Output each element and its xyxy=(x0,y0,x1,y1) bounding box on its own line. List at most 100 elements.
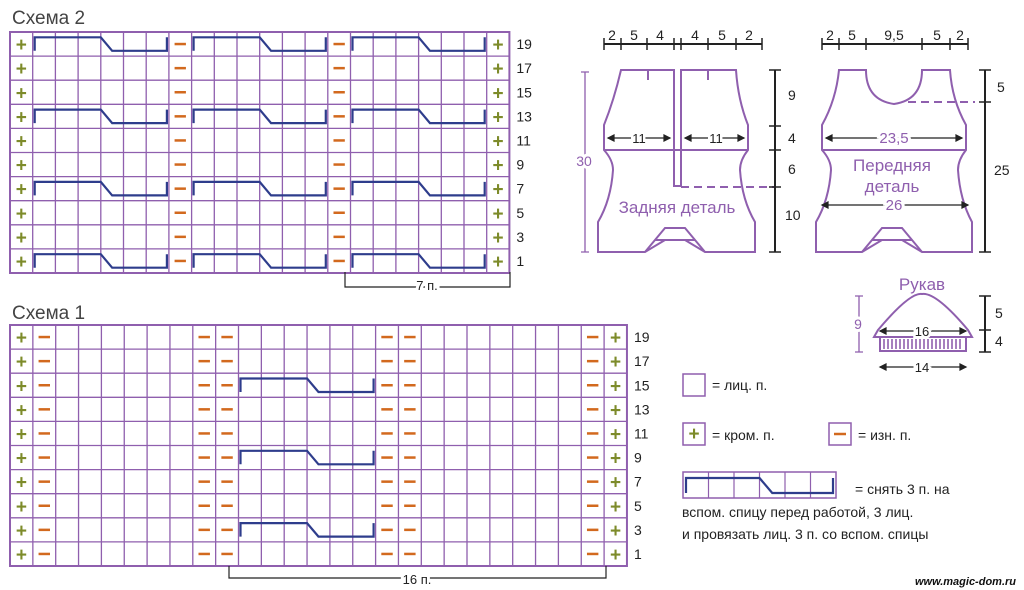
edge-stitch-plus-icon: + xyxy=(492,228,503,249)
edge-stitch-plus-icon: + xyxy=(16,131,27,152)
edge-stitch-plus-icon: + xyxy=(610,521,621,542)
cable-cross-symbol xyxy=(33,253,168,269)
cable-cross-symbol xyxy=(192,180,327,197)
row-number: 13 xyxy=(634,401,650,417)
edge-stitch-plus-icon: + xyxy=(492,131,503,152)
scheme2-repeat-label: 7 п. xyxy=(416,278,438,293)
row-number: 13 xyxy=(516,108,532,124)
edge-stitch-plus-icon: + xyxy=(492,156,503,177)
back-right-dim-4: 10 xyxy=(785,207,801,223)
cable-cross-symbol xyxy=(351,253,486,269)
edge-stitch-plus-icon: + xyxy=(492,204,503,225)
sleeve-cuff-ribbing xyxy=(883,339,961,349)
edge-stitch-plus-icon: + xyxy=(610,449,621,470)
edge-stitch-plus-icon: + xyxy=(16,107,27,128)
row-number: 15 xyxy=(516,84,532,100)
front-piece-pattern: 2 5 9,5 5 2 23,5 Передняя деталь 26 xyxy=(815,27,1010,253)
row-number: 5 xyxy=(634,498,642,514)
edge-stitch-plus-icon: + xyxy=(16,400,27,421)
sleeve-right-dim-2: 4 xyxy=(995,333,1003,349)
edge-stitch-plus-icon: + xyxy=(492,59,503,80)
sleeve-pattern: Рукав 16 14 9 5 4 xyxy=(851,275,1003,378)
edge-stitch-plus-icon: + xyxy=(492,107,503,128)
edge-stitch-plus-icon: + xyxy=(16,545,27,566)
row-number: 19 xyxy=(516,36,532,52)
scheme1-title: Схема 1 xyxy=(12,303,85,324)
back-width-left: 11 xyxy=(632,131,646,146)
row-number: 7 xyxy=(516,181,524,197)
sleeve-height-left: 9 xyxy=(854,316,862,332)
front-right-dim-2: 25 xyxy=(994,162,1010,178)
cable-cross-symbol xyxy=(239,377,375,394)
front-top-dim-2: 5 xyxy=(848,27,856,43)
back-top-dim-3: 4 xyxy=(656,27,664,43)
back-top-dim-2: 5 xyxy=(630,27,638,43)
legend-edge-plus-icon: + xyxy=(688,424,699,445)
edge-stitch-plus-icon: + xyxy=(16,156,27,177)
edge-stitch-plus-icon: + xyxy=(16,424,27,445)
cable-cross-symbol xyxy=(33,36,168,52)
edge-stitch-plus-icon: + xyxy=(16,497,27,518)
front-piece-label-1: Передняя xyxy=(853,156,931,175)
edge-stitch-plus-icon: + xyxy=(610,400,621,421)
edge-stitch-plus-icon: + xyxy=(492,252,503,273)
edge-stitch-plus-icon: + xyxy=(492,35,503,56)
legend-edge-text: = кром. п. xyxy=(712,427,775,443)
edge-stitch-plus-icon: + xyxy=(16,35,27,56)
cable-cross-symbol xyxy=(192,36,327,52)
back-right-dim-1: 9 xyxy=(788,87,796,103)
row-number: 3 xyxy=(634,522,642,538)
legend-knit-swatch xyxy=(682,373,706,397)
back-top-dim-5: 5 xyxy=(718,27,726,43)
legend-cable-text-2: вспом. спицу перед работой, 3 лиц. xyxy=(682,504,913,520)
edge-stitch-plus-icon: + xyxy=(610,352,621,373)
row-number: 11 xyxy=(516,132,531,148)
scheme1-repeat-bracket: 16 п. xyxy=(228,566,607,590)
edge-stitch-plus-icon: + xyxy=(610,376,621,397)
edge-stitch-plus-icon: + xyxy=(16,252,27,273)
edge-stitch-plus-icon: + xyxy=(16,473,27,494)
legend-purl-text: = изн. п. xyxy=(858,427,911,443)
edge-stitch-plus-icon: + xyxy=(492,83,503,104)
cable-cross-symbol xyxy=(192,108,327,125)
edge-stitch-plus-icon: + xyxy=(16,328,27,349)
row-number: 15 xyxy=(634,377,650,393)
row-number: 5 xyxy=(516,205,524,221)
row-number: 17 xyxy=(634,353,650,369)
legend-cable-symbol xyxy=(684,476,835,495)
legend-cable-text-3: и провязать лиц. 3 п. со вспом. спицы xyxy=(682,526,928,542)
row-number: 9 xyxy=(516,157,524,173)
front-top-dim-4: 5 xyxy=(933,27,941,43)
back-width-right: 11 xyxy=(709,131,723,146)
cable-cross-symbol xyxy=(351,180,486,197)
back-piece-pattern: 2 5 4 4 5 2 11 11 Задняя деталь xyxy=(573,27,801,253)
back-top-dim-4: 4 xyxy=(691,27,699,43)
cable-cross-symbol xyxy=(192,253,327,269)
watermark: www.magic-dom.ru xyxy=(915,576,1016,588)
back-right-dim-2: 4 xyxy=(788,130,796,146)
edge-stitch-plus-icon: + xyxy=(16,521,27,542)
edge-stitch-plus-icon: + xyxy=(16,376,27,397)
front-piece-label-2: деталь xyxy=(865,177,920,196)
legend-knit-text: = лиц. п. xyxy=(712,377,767,393)
edge-stitch-plus-icon: + xyxy=(610,328,621,349)
edge-stitch-plus-icon: + xyxy=(16,83,27,104)
front-top-dim-1: 2 xyxy=(826,27,834,43)
cable-cross-symbol xyxy=(33,108,168,125)
row-number: 7 xyxy=(634,474,642,490)
edge-stitch-plus-icon: + xyxy=(610,497,621,518)
cable-cross-symbol xyxy=(351,36,486,52)
edge-stitch-plus-icon: + xyxy=(16,449,27,470)
row-number: 1 xyxy=(634,546,642,562)
sleeve-label: Рукав xyxy=(899,275,945,294)
edge-stitch-plus-icon: + xyxy=(16,352,27,373)
cable-cross-symbol xyxy=(239,522,375,538)
front-top-dim-3: 9,5 xyxy=(884,27,904,43)
row-number: 17 xyxy=(516,60,532,76)
scheme1-repeat-label: 16 п. xyxy=(403,572,432,587)
row-number: 3 xyxy=(516,229,524,245)
